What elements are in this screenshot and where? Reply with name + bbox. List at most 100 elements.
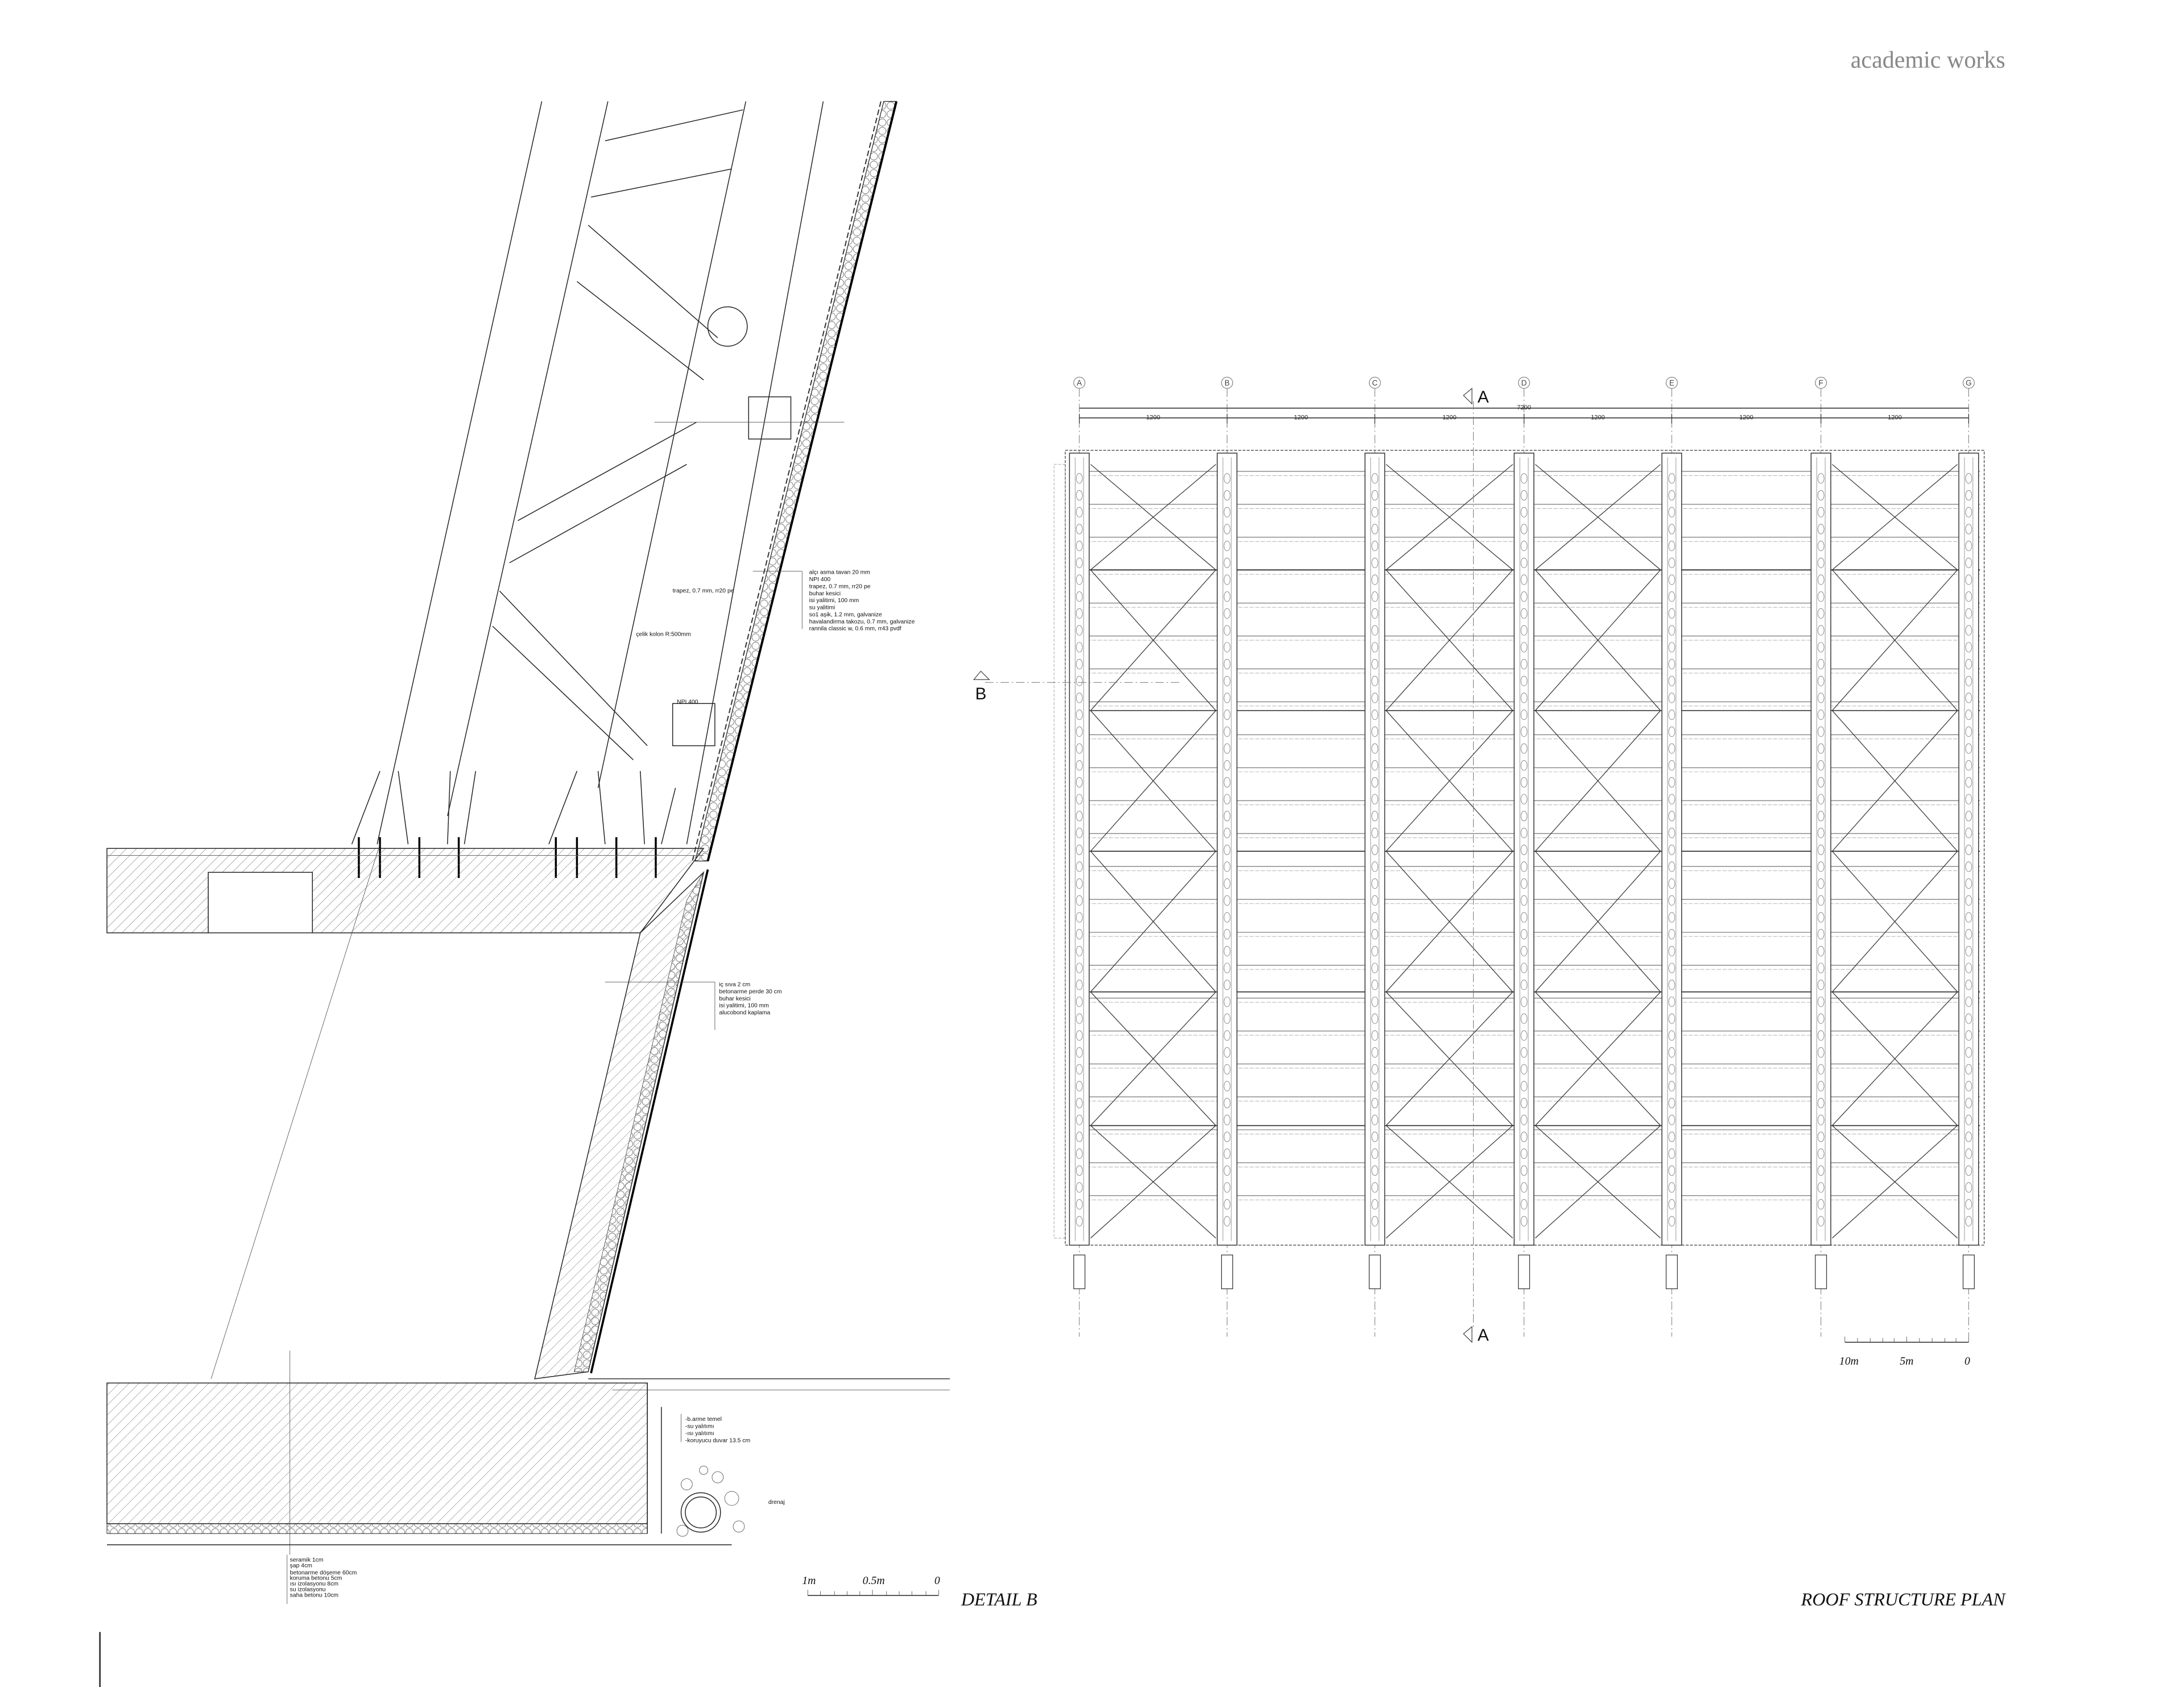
- lattice-node: [1223, 675, 1231, 686]
- wall-layer: buhar kesici: [719, 996, 750, 1002]
- scale-label: 0: [1964, 1355, 1970, 1367]
- lattice-node: [1520, 1047, 1528, 1058]
- lattice-node: [1371, 490, 1379, 501]
- lattice-node: [1668, 1199, 1676, 1210]
- lattice-node: [1076, 524, 1083, 534]
- lattice-node: [1371, 675, 1379, 686]
- column-base: [1073, 1254, 1086, 1290]
- lattice-node: [1965, 473, 1972, 484]
- lattice-node: [1965, 608, 1972, 619]
- lattice-node: [1520, 490, 1528, 501]
- lattice-node: [1965, 507, 1972, 517]
- lattice-node: [1817, 473, 1825, 484]
- lattice-node: [1371, 1013, 1379, 1024]
- lattice-node: [1520, 1081, 1528, 1092]
- lattice-node: [1817, 1064, 1825, 1075]
- lattice-node: [1965, 963, 1972, 973]
- scale-label: 10m: [1839, 1355, 1859, 1367]
- lattice-node: [1817, 980, 1825, 990]
- lattice-node: [1817, 794, 1825, 805]
- lattice-node: [1520, 827, 1528, 838]
- cross-brace: [1534, 1125, 1661, 1238]
- lattice-node: [1520, 1030, 1528, 1041]
- floor-layer: ısı izolasyonu 8cm: [290, 1581, 338, 1587]
- lattice-node: [1520, 1013, 1528, 1024]
- lattice-node: [1965, 1047, 1972, 1058]
- lattice-node: [1076, 878, 1083, 889]
- lattice-node: [1223, 912, 1231, 923]
- wall-layer: iç sıva 2 cm: [719, 982, 750, 988]
- lattice-node: [1076, 591, 1083, 602]
- lattice-node: [1076, 1165, 1083, 1176]
- lattice-node: [1076, 827, 1083, 838]
- lattice-node: [1371, 507, 1379, 517]
- lattice-node: [1371, 1199, 1379, 1210]
- lattice-node: [1223, 625, 1231, 636]
- grid-label-a: A: [1077, 379, 1082, 387]
- lattice-node: [1223, 1182, 1231, 1193]
- cross-brace: [1385, 1125, 1513, 1238]
- lattice-node: [1668, 591, 1676, 602]
- section-b-arrow-icon: [973, 670, 990, 680]
- lattice-node: [1520, 659, 1528, 670]
- lattice-node: [1076, 659, 1083, 670]
- lattice-node: [1817, 878, 1825, 889]
- lattice-node: [1076, 912, 1083, 923]
- cross-brace: [1534, 464, 1661, 570]
- lattice-node: [1965, 794, 1972, 805]
- lattice-node: [1817, 659, 1825, 670]
- lattice-node: [1965, 591, 1972, 602]
- lattice-node: [1817, 827, 1825, 838]
- lattice-node: [1371, 946, 1379, 956]
- lattice-node: [1223, 794, 1231, 805]
- lattice-node: [1817, 524, 1825, 534]
- brand-label: academic works: [1851, 47, 2005, 73]
- lattice-node: [1223, 541, 1231, 552]
- lattice-node: [1223, 1149, 1231, 1159]
- lattice-node: [1520, 760, 1528, 771]
- lattice-node: [1965, 1114, 1972, 1125]
- lattice-node: [1965, 777, 1972, 787]
- lattice-node: [1965, 912, 1972, 923]
- lattice-node: [1076, 1182, 1083, 1193]
- lattice-node: [1817, 693, 1825, 703]
- lattice-node: [1520, 1149, 1528, 1159]
- lattice-node: [1668, 1165, 1676, 1176]
- lattice-node: [1076, 675, 1083, 686]
- lattice-node: [1520, 710, 1528, 720]
- lattice-node: [1076, 574, 1083, 585]
- lattice-node: [1223, 980, 1231, 990]
- lattice-node: [1965, 1216, 1972, 1226]
- grid-label-d: D: [1521, 379, 1527, 387]
- lattice-node: [1223, 929, 1231, 940]
- lattice-node: [1817, 1013, 1825, 1024]
- lattice-node: [1076, 710, 1083, 720]
- cross-brace: [1090, 992, 1217, 1126]
- lattice-node: [1076, 811, 1083, 822]
- cross-brace: [1832, 1125, 1958, 1238]
- lattice-node: [1371, 1149, 1379, 1159]
- lattice-node: [1965, 1131, 1972, 1142]
- cross-brace: [1534, 569, 1661, 711]
- bay-dimension: 1200: [1146, 415, 1160, 421]
- lattice-node: [1223, 760, 1231, 771]
- section-a-arrow-icon: [1463, 1326, 1472, 1344]
- cross-brace: [1090, 1125, 1217, 1238]
- floor-layers-callout: seramik 1cm şap 4cm betonarme döşeme 60c…: [287, 1555, 357, 1604]
- lattice-node: [1965, 827, 1972, 838]
- lattice-node: [1223, 473, 1231, 484]
- lattice-node: [1371, 710, 1379, 720]
- lattice-node: [1076, 996, 1083, 1007]
- floor-layer: saha betonu 10cm: [290, 1592, 338, 1598]
- lattice-node: [1668, 675, 1676, 686]
- lattice-node: [1965, 659, 1972, 670]
- column: [1810, 453, 1831, 1246]
- lattice-node: [1076, 861, 1083, 872]
- column: [1513, 453, 1534, 1246]
- lattice-node: [1668, 827, 1676, 838]
- column-base: [1368, 1254, 1381, 1290]
- lattice-node: [1223, 1081, 1231, 1092]
- foundation-layer: -ısı yalıtımı: [685, 1431, 714, 1437]
- lattice-node: [1965, 710, 1972, 720]
- foundation-layer: -su yalıtımı: [685, 1424, 714, 1430]
